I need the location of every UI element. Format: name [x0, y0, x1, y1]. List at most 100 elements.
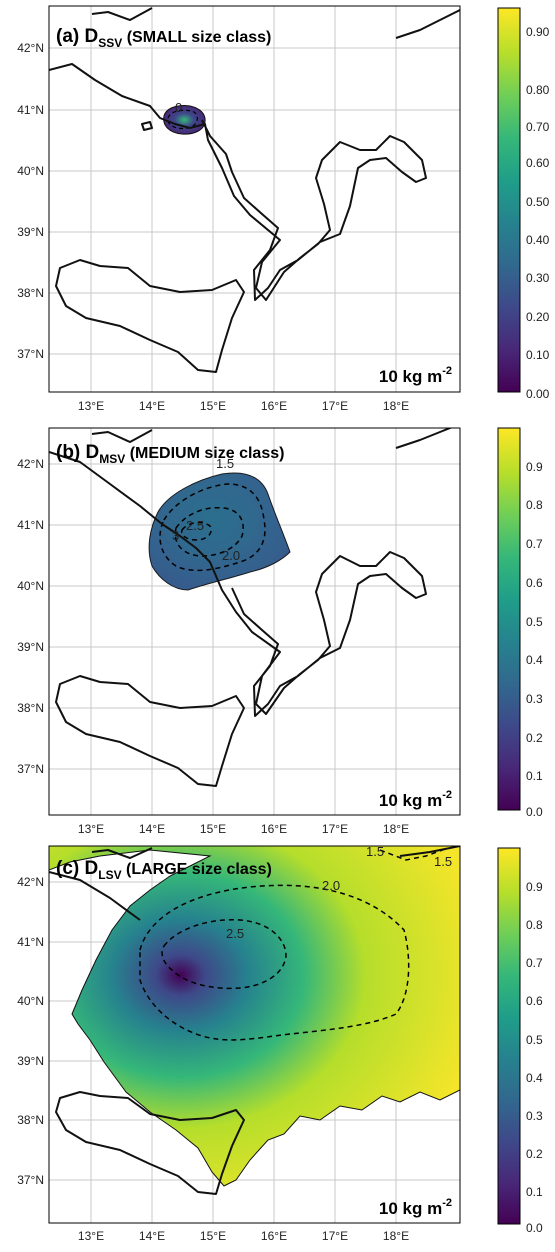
panel-a-contour-label: 0: [175, 100, 182, 115]
colorbar-tick: 0.10: [526, 348, 550, 362]
lat-tick: 38°N: [17, 286, 44, 300]
contour-label: 1.5: [434, 854, 452, 869]
contour-label: 2.0: [322, 878, 340, 893]
colorbar-tick: 0.0: [526, 1221, 543, 1235]
panel-b-lat-ticks: 42°N 41°N 40°N 39°N 38°N 37°N: [17, 457, 44, 776]
lon-tick: 16°E: [261, 399, 287, 413]
panel-b-lon-ticks: 13°E 14°E 15°E 16°E 17°E 18°E: [78, 822, 409, 836]
lat-tick: 38°N: [17, 1113, 44, 1127]
colorbar-tick: 0.80: [526, 83, 550, 97]
colorbar-tick: 0.2: [526, 1147, 543, 1161]
panel-a-plume: [163, 105, 206, 135]
lat-tick: 39°N: [17, 640, 44, 654]
colorbar-tick: 0.6: [526, 994, 543, 1008]
lon-tick: 16°E: [261, 822, 287, 836]
panel-a-title: (a) DSSV (SMALL size class): [56, 26, 271, 50]
colorbar-tick: 0.7: [526, 956, 543, 970]
panel-c-colorbar-ticks: 0.9 0.8 0.7 0.6 0.5 0.4 0.3 0.2 0.1 0.0: [526, 880, 543, 1235]
panel-c-plume: [49, 846, 460, 1187]
panel-a-coastline: [49, 7, 460, 373]
lon-tick: 15°E: [200, 822, 226, 836]
lat-tick: 42°N: [17, 41, 44, 55]
panel-c-coastline: [49, 846, 460, 1195]
colorbar-tick: 0.4: [526, 1071, 543, 1085]
contour-label: 1.5: [366, 844, 384, 859]
colorbar-tick: 0.8: [526, 498, 543, 512]
colorbar-tick: 0.1: [526, 1185, 543, 1199]
lon-tick: 14°E: [139, 1229, 165, 1243]
colorbar-tick: 0.20: [526, 310, 550, 324]
lon-tick: 18°E: [383, 822, 409, 836]
colorbar-tick: 0.5: [526, 1033, 543, 1047]
colorbar-tick: 0.9: [526, 880, 543, 894]
lat-tick: 42°N: [17, 457, 44, 471]
panel-a-colorbar-ticks: 0.90 0.80 0.70 0.60 0.50 0.40 0.30 0.20 …: [526, 25, 550, 401]
panel-c-colorbar: [497, 847, 521, 1225]
panel-c-lon-ticks: 13°E 14°E 15°E 16°E 17°E 18°E: [78, 1229, 409, 1243]
lat-tick: 41°N: [17, 518, 44, 532]
lon-tick: 18°E: [383, 1229, 409, 1243]
lat-tick: 38°N: [17, 701, 44, 715]
lon-tick: 18°E: [383, 399, 409, 413]
panel-c-contours: [139, 847, 449, 1041]
lat-tick: 40°N: [17, 579, 44, 593]
colorbar-tick: 0.4: [526, 653, 543, 667]
lon-tick: 14°E: [139, 399, 165, 413]
colorbar-tick: 0.3: [526, 692, 543, 706]
lon-tick: 17°E: [322, 1229, 348, 1243]
panel-a-lat-ticks: 42°N 41°N 40°N 39°N 38°N 37°N: [17, 41, 44, 361]
panel-a-gridlines: [49, 6, 460, 392]
lon-tick: 14°E: [139, 822, 165, 836]
panel-b-colorbar-ticks: 0.9 0.8 0.7 0.6 0.5 0.4 0.3 0.2 0.1 0.0: [526, 460, 543, 819]
colorbar-tick: 0.6: [526, 576, 543, 590]
panel-c-title: (c) DLSV (LARGE size class): [56, 858, 272, 882]
colorbar-tick: 0.7: [526, 537, 543, 551]
lon-tick: 15°E: [200, 399, 226, 413]
panel-b-contour-labels: 1.5 2.5 2.0 3: [172, 456, 240, 563]
panel-a-contour: [167, 109, 198, 130]
colorbar-tick: 0.30: [526, 271, 550, 285]
colorbar-tick: 0.60: [526, 156, 550, 170]
panel-b-plume: [148, 472, 291, 591]
contour-label: 2.5: [186, 518, 204, 533]
panel-b-gridlines: [49, 428, 460, 815]
lon-tick: 17°E: [322, 399, 348, 413]
panel-c: 2.0 2.5 1.5 1.5 (c) DLSV (LARGE size cla…: [17, 844, 543, 1243]
contour-label: 3: [172, 528, 179, 543]
lat-tick: 41°N: [17, 935, 44, 949]
panel-a-colorbar: [497, 7, 521, 393]
colorbar-tick: 0.0: [526, 805, 543, 819]
lon-tick: 17°E: [322, 822, 348, 836]
panel-a: 0 (a) DSSV (SMALL size class) 10 kg m-2 …: [17, 5, 550, 413]
colorbar-tick: 0.5: [526, 615, 543, 629]
colorbar-tick: 0.3: [526, 1109, 543, 1123]
panel-a-frame: [48, 5, 461, 393]
lon-tick: 16°E: [261, 1229, 287, 1243]
panel-b-contours: [159, 483, 266, 572]
panel-c-lat-ticks: 42°N 41°N 40°N 39°N 38°N 37°N: [17, 875, 44, 1187]
colorbar-tick: 0.40: [526, 233, 550, 247]
colorbar-tick: 0.70: [526, 120, 550, 134]
panel-a-unit: 10 kg m-2: [379, 365, 452, 386]
lat-tick: 37°N: [17, 762, 44, 776]
panel-b-colorbar: [497, 427, 521, 811]
lon-tick: 13°E: [78, 822, 104, 836]
lat-tick: 42°N: [17, 875, 44, 889]
panel-b-frame: [48, 427, 461, 816]
panel-c-frame: [48, 845, 461, 1224]
panel-b-unit: 10 kg m-2: [379, 789, 452, 810]
panel-c-contour-labels: 2.0 2.5 1.5 1.5: [226, 844, 452, 941]
lon-tick: 13°E: [78, 1229, 104, 1243]
contour-label: 2.0: [222, 548, 240, 563]
panel-b-title: (b) DMSV (MEDIUM size class): [56, 442, 284, 466]
contour-label: 1.5: [216, 456, 234, 471]
colorbar-tick: 0.00: [526, 387, 550, 401]
panel-c-unit: 10 kg m-2: [379, 1197, 452, 1218]
lat-tick: 37°N: [17, 1173, 44, 1187]
lon-tick: 15°E: [200, 1229, 226, 1243]
lat-tick: 37°N: [17, 347, 44, 361]
colorbar-tick: 0.2: [526, 731, 543, 745]
lat-tick: 39°N: [17, 225, 44, 239]
